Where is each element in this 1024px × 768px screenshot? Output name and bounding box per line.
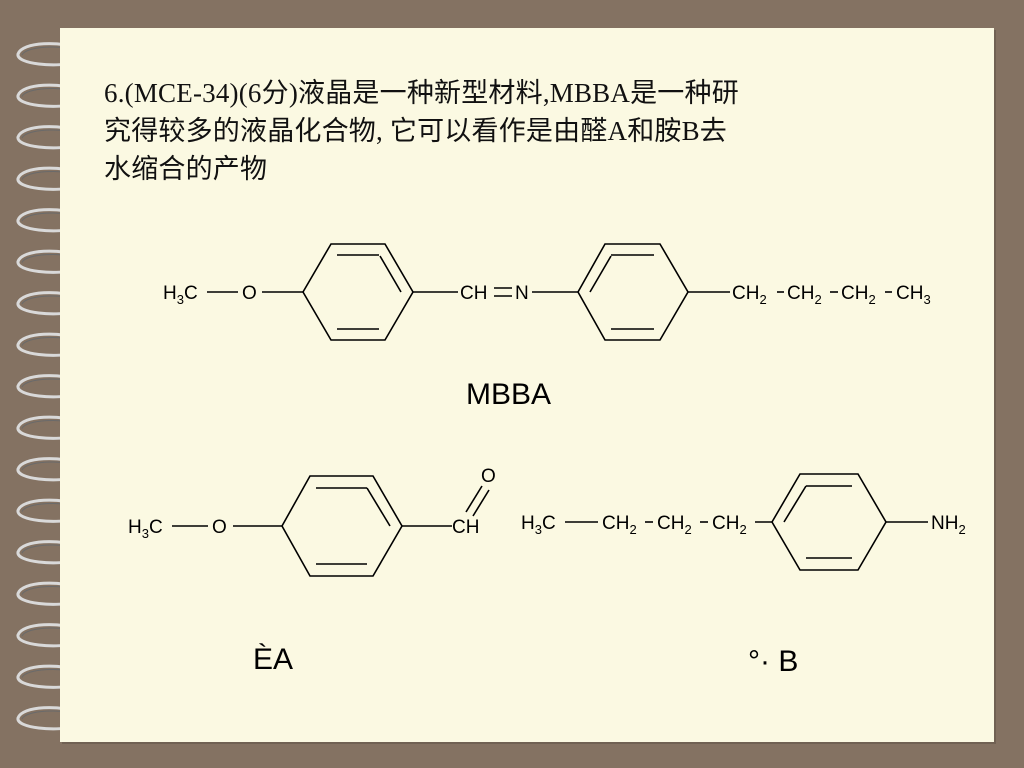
amine-h3c: H3C	[521, 513, 556, 537]
aldehyde-carbonyl-ch: CH	[452, 517, 479, 538]
label-a: ÈA	[253, 643, 294, 676]
question-line-1: 6.(MCE-34)(6分)液晶是一种新型材料,MBBA是一种研	[104, 78, 739, 108]
aldehyde-ring	[281, 475, 403, 577]
aldehyde-carbonyl-o: O	[481, 466, 496, 487]
mbba-imine-ch: CH	[460, 283, 487, 304]
question-line-3: 水缩合的产物	[104, 154, 268, 184]
amine-chain-3: CH2	[712, 513, 747, 537]
amine-nh2: NH2	[931, 513, 966, 537]
amine-ring	[771, 473, 887, 571]
mbba-imine-n: N	[515, 283, 529, 304]
mbba-chain-4: CH3	[896, 283, 931, 307]
mbba-chain-1: CH2	[732, 283, 767, 307]
mbba-ring-left	[302, 243, 414, 341]
mbba-ether-o: O	[242, 283, 257, 304]
aldehyde-h3c: H3C	[128, 517, 163, 541]
mbba-chain-2: CH2	[787, 283, 822, 307]
label-b: °· B	[748, 645, 799, 678]
question-line-2: 究得较多的液晶化合物, 它可以看作是由醛A和胺B去	[104, 116, 728, 146]
mbba-h3c: H3C	[163, 283, 198, 307]
mbba-name-label: MBBA	[466, 378, 552, 411]
amine-chain-1: CH2	[602, 513, 637, 537]
question-text: 6.(MCE-34)(6分)液晶是一种新型材料,MBBA是一种研 究得较多的液晶…	[104, 74, 924, 188]
mbba-chain-3: CH2	[841, 283, 876, 307]
amine-chain-2: CH2	[657, 513, 692, 537]
aldehyde-ether-o: O	[212, 517, 227, 538]
mbba-ring-right	[577, 243, 689, 341]
notebook-paper	[60, 28, 994, 742]
